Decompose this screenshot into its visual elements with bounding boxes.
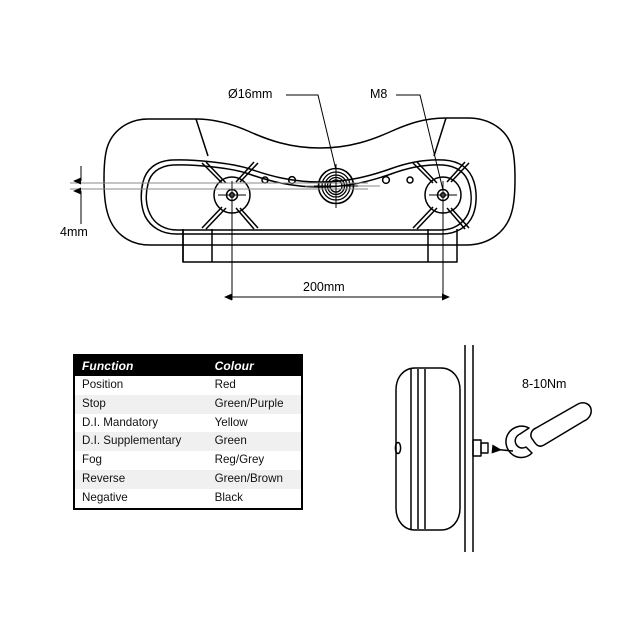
label-diameter-16mm: Ø16mm [228, 87, 273, 101]
lamp-inner-outline-2 [145, 164, 472, 231]
cell-function: Stop [75, 394, 211, 414]
leader-m8 [396, 94, 444, 191]
header-colour: Colour [210, 356, 301, 376]
label-m8-thread: M8 [370, 87, 388, 101]
spec-table-header-row: Function Colour [75, 356, 301, 376]
spanner-handle [530, 402, 592, 447]
table-row: Reverse Green/Brown [75, 470, 301, 489]
seam-right-top [433, 117, 447, 157]
hole-crosshair [314, 164, 358, 208]
leader-lines [286, 94, 444, 191]
spec-table-grid: Function Colour Position Red Stop Green/… [75, 356, 301, 508]
cell-colour: Black [210, 488, 301, 508]
lamp-side-view [394, 345, 489, 552]
table-row: Fog Reg/Grey [75, 451, 301, 471]
mounting-hub-right [412, 161, 470, 230]
table-row: D.I. Mandatory Yellow [75, 413, 301, 433]
stud-and-nut [472, 439, 489, 457]
spec-table-head: Function Colour [75, 356, 301, 376]
cell-colour: Reg/Grey [210, 451, 301, 471]
table-row: Stop Green/Purple [75, 394, 301, 414]
cell-colour: Green/Brown [210, 470, 301, 489]
lamp-plan-view [103, 117, 516, 263]
function-colour-table: Function Colour Position Red Stop Green/… [73, 354, 303, 510]
cell-function: Negative [75, 488, 211, 508]
leader-dia16 [286, 94, 337, 171]
table-row: Position Red [75, 376, 301, 395]
side-body-outline [395, 367, 461, 531]
cell-colour: Yellow [210, 413, 301, 433]
cell-function: Position [75, 376, 211, 395]
cell-function: Reverse [75, 470, 211, 489]
cell-function: Fog [75, 451, 211, 471]
dimension-200mm [224, 200, 450, 301]
label-torque-spec: 8-10Nm [522, 377, 567, 391]
cell-colour: Green [210, 432, 301, 452]
locator-hole-3 [381, 175, 391, 185]
torque-arrow [491, 444, 514, 454]
locator-hole-4 [406, 176, 414, 184]
cell-function: D.I. Mandatory [75, 413, 211, 433]
cell-function: D.I. Supplementary [75, 432, 211, 452]
label-200mm-spacing: 200mm [303, 280, 345, 294]
table-row: Negative Black [75, 488, 301, 508]
table-row: D.I. Supplementary Green [75, 432, 301, 452]
mounting-hub-left [201, 161, 259, 230]
spec-table-body: Position Red Stop Green/Purple D.I. Mand… [75, 376, 301, 508]
side-lens-detail [394, 441, 402, 455]
spanner-head [505, 425, 533, 459]
mounting-panel [464, 345, 474, 552]
lamp-outer-outline [103, 117, 516, 246]
cell-colour: Red [210, 376, 301, 395]
header-function: Function [75, 356, 211, 376]
label-4mm-height: 4mm [60, 225, 88, 239]
seam-left-top [195, 118, 209, 157]
cell-colour: Green/Purple [210, 394, 301, 414]
spanner-tool [505, 402, 592, 459]
